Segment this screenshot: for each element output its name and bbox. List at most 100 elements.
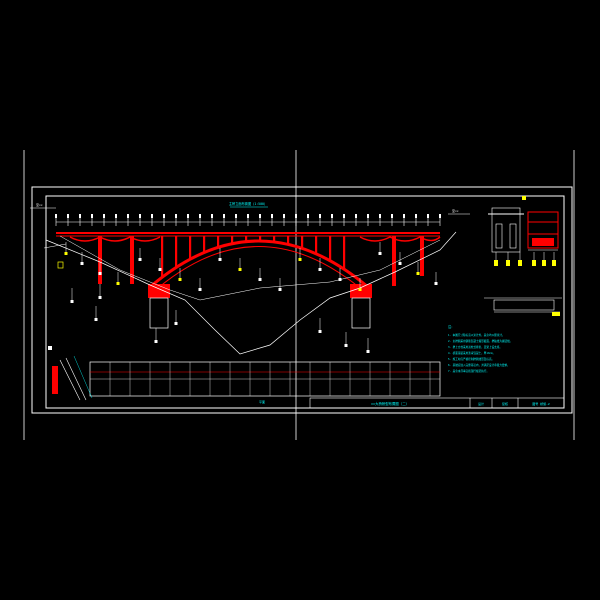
dimension-tick-mark <box>439 214 441 218</box>
callout-flag <box>298 258 302 261</box>
dimension-tick-mark <box>427 214 429 218</box>
note-line: 2. 主拱圈采用钢筋混凝土箱形截面，拱轴线为悬链线。 <box>448 339 512 343</box>
note-line: 5. 施工时应严格控制拱圈线形及标高。 <box>448 357 494 361</box>
dimension-tick-mark <box>55 214 57 218</box>
title-block-check: 复核 <box>502 401 508 406</box>
spandrel-column <box>189 236 192 260</box>
callout-flag <box>94 318 98 321</box>
title-block-design: 设计 <box>478 401 484 406</box>
note-line: 7. 其余未尽事宜按现行规范执行。 <box>448 369 489 373</box>
pile-marker <box>552 260 556 266</box>
callout-flag <box>358 288 362 291</box>
plan-view <box>89 361 441 397</box>
dimension-tick-mark <box>115 214 117 218</box>
note-line: 3. 拱上立柱采用双柱式排架，盖梁上设支座。 <box>448 345 502 349</box>
title-block-title: ××大桥桥型布置图（二） <box>371 401 409 406</box>
cross-section-c <box>484 297 562 316</box>
spandrel-column <box>231 236 234 244</box>
sheet-guides <box>23 150 575 440</box>
dimension-tick-mark <box>343 214 345 218</box>
dimension-tick-mark <box>391 214 393 218</box>
pile-markers <box>494 252 556 266</box>
dimension-tick-mark <box>283 214 285 218</box>
callout-flag <box>366 350 370 353</box>
callout-flag <box>318 330 322 333</box>
rock-line <box>59 235 441 301</box>
dimension-tick-mark <box>139 214 141 218</box>
dimension-tick-mark <box>295 214 297 218</box>
dimension-tick-mark <box>91 214 93 218</box>
dimension-tick-mark <box>199 214 201 218</box>
notes-block: 1. 本图尺寸除标高以米计外，其余均以厘米计。2. 主拱圈采用钢筋混凝土箱形截面… <box>448 333 512 373</box>
callout-flag <box>98 296 102 299</box>
title-block <box>309 397 565 409</box>
plan-divisions <box>109 362 431 396</box>
spandrel-column <box>273 236 276 242</box>
dimension-tick-mark <box>67 214 69 218</box>
dimension-tick-mark <box>103 214 105 218</box>
callout-flag <box>218 258 222 261</box>
callout-flag <box>416 272 420 275</box>
cross-section-b <box>527 211 559 251</box>
spandrel-column <box>203 236 206 253</box>
callout-flag <box>64 252 68 255</box>
spandrel-column <box>259 236 262 242</box>
approach-piers <box>98 236 424 286</box>
dimension-tick-mark <box>79 214 81 218</box>
notes-label: 注： <box>448 324 454 329</box>
dimension-tick-mark <box>415 214 417 218</box>
inner-frame <box>45 195 565 409</box>
dimension-tick-mark <box>223 214 225 218</box>
spandrel-column <box>301 236 304 249</box>
pile-marker <box>506 260 510 266</box>
dimension-tick-mark <box>163 214 165 218</box>
spandrel-column <box>245 236 248 242</box>
callout-flag <box>344 344 348 347</box>
pile-marker <box>542 260 546 266</box>
note-line: 4. 桥面铺装采用沥青混凝土，厚10cm。 <box>448 351 495 355</box>
elevation-title: 主桥立面布置图（1:500） <box>229 201 267 206</box>
spandrel-column <box>161 236 164 278</box>
right-road-label: 至×× <box>452 209 459 213</box>
ground-profile-line <box>45 231 457 355</box>
spandrel-column <box>217 236 220 248</box>
callout-flag <box>178 278 182 281</box>
spandrel-column <box>175 236 178 268</box>
callout-flag <box>138 258 142 261</box>
callout-flag <box>378 252 382 255</box>
callout-flag <box>116 282 120 285</box>
arch-abutments <box>148 284 372 298</box>
dimension-tick-mark <box>379 214 381 218</box>
outer-frame <box>31 186 573 414</box>
spandrel-column <box>287 236 290 245</box>
dimension-tick-mark <box>355 214 357 218</box>
dimension-tick-mark <box>247 214 249 218</box>
dimension-tick-mark <box>259 214 261 218</box>
callout-flag <box>258 278 262 281</box>
left-detail <box>43 243 67 269</box>
callout-flag <box>154 340 158 343</box>
spandrel-column <box>343 236 346 270</box>
abutment-outlines <box>149 297 371 329</box>
spandrel-column <box>329 236 332 261</box>
plan-label: 平面 <box>259 400 265 404</box>
callout-flag <box>174 322 178 325</box>
dimension-tick-mark <box>319 214 321 218</box>
cross-section-a <box>488 196 526 253</box>
dimension-tick-mark <box>187 214 189 218</box>
callout-flag <box>338 278 342 281</box>
dimension-tick-mark <box>403 214 405 218</box>
callout-flag <box>238 268 242 271</box>
callout-flag <box>434 282 438 285</box>
dimension-tick-mark <box>307 214 309 218</box>
dimension-tick-mark <box>175 214 177 218</box>
dimension-tick-mark <box>331 214 333 218</box>
callout-flag <box>80 262 84 265</box>
dimension-tick-mark <box>367 214 369 218</box>
pile-marker <box>494 260 498 266</box>
left-road-label: 至×× <box>36 203 43 207</box>
spandrel-columns <box>161 236 346 278</box>
callout-flag <box>278 288 282 291</box>
elevation-callouts <box>64 242 438 353</box>
